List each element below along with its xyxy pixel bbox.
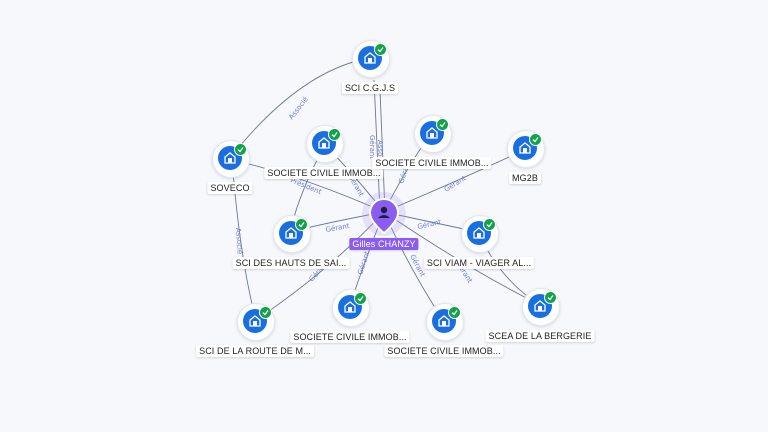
check-icon — [354, 292, 367, 305]
company-label: SOVECO — [207, 182, 253, 194]
building-icon — [243, 309, 267, 333]
company-label: SCI DES HAUTS DE SAI... — [232, 257, 350, 269]
edge-label: Gérant — [368, 135, 376, 159]
edge-label: Associé — [234, 228, 244, 255]
company-label: MG2B — [509, 172, 541, 184]
company-label: SOCIETE CIVILE IMMOB... — [384, 345, 504, 357]
company-label: SOCIETE CIVILE IMMOB... — [372, 157, 492, 169]
edge-label: Gérant — [443, 174, 468, 194]
check-icon — [259, 306, 272, 319]
check-icon — [328, 128, 341, 141]
edge-center-cgjs-b — [379, 89, 386, 213]
edge-label: Gérant — [325, 222, 350, 234]
edge-center-cgjs-a — [373, 79, 381, 213]
edge-label: Associé — [287, 95, 310, 121]
company-label: SCI VIAM - VIAGER AL... — [423, 257, 535, 269]
check-icon — [374, 43, 387, 56]
company-label: SOCIETE CIVILE IMMOB... — [264, 167, 384, 179]
company-label: SCI DE LA ROUTE DE M... — [196, 345, 314, 357]
edge-label: Président — [289, 176, 323, 196]
edge-label: Gérant — [356, 250, 371, 276]
check-icon — [483, 218, 496, 231]
check-icon — [529, 133, 542, 146]
company-label: SOCIETE CIVILE IMMOB... — [290, 331, 410, 343]
company-label: SCEA DE LA BERGERIE — [485, 330, 595, 342]
check-icon — [448, 306, 461, 319]
check-icon — [295, 218, 308, 231]
check-icon — [436, 118, 449, 131]
person-pin-icon — [369, 198, 399, 234]
company-label: SCI C.G.J.S — [341, 82, 399, 94]
check-icon — [544, 291, 557, 304]
edge-label: Associé — [376, 140, 384, 166]
check-icon — [234, 143, 247, 156]
person-name-label: Gilles CHANZY — [349, 238, 419, 250]
building-icon — [218, 146, 242, 170]
building-icon — [279, 221, 303, 245]
